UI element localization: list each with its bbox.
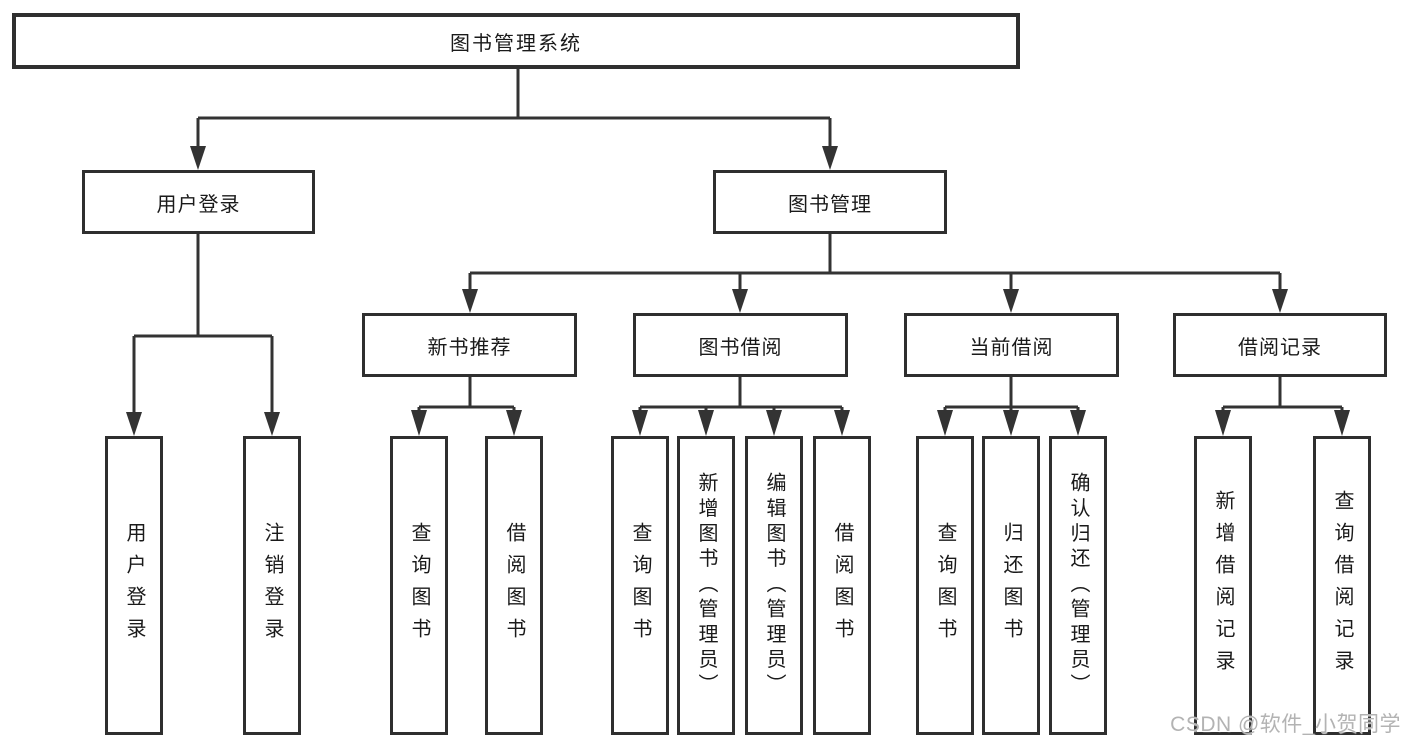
node-label: 查询图书 <box>408 521 430 650</box>
node-label: 注销登录 <box>261 521 283 650</box>
node-label: 用户登录 <box>123 521 145 650</box>
node-label: 新书推荐 <box>427 336 512 359</box>
node-label: 借阅图书 <box>503 521 525 650</box>
node-label: 查询借阅记录 <box>1331 489 1353 682</box>
leaf-add-books-admin: 新增图书（管理员） <box>677 436 735 735</box>
node-label: 确认归还（管理员） <box>1067 472 1089 699</box>
leaf-borrow-books: 借阅图书 <box>813 436 871 735</box>
leaf-query-books-current: 查询图书 <box>916 436 974 735</box>
leaf-return-books: 归还图书 <box>982 436 1040 735</box>
node-library-management-system: 图书管理系统 <box>12 13 1020 69</box>
leaf-query-books-borrow: 查询图书 <box>611 436 669 735</box>
leaf-query-borrow-record: 查询借阅记录 <box>1313 436 1371 735</box>
node-label: 图书管理系统 <box>450 32 582 55</box>
node-label: 归还图书 <box>1000 521 1022 650</box>
node-book-management: 图书管理 <box>713 170 947 234</box>
node-user-login: 用户登录 <box>82 170 315 234</box>
node-label: 图书借阅 <box>698 336 783 359</box>
node-label: 借阅图书 <box>831 521 853 650</box>
leaf-user-login: 用户登录 <box>105 436 163 735</box>
node-current-borrowing: 当前借阅 <box>904 313 1119 377</box>
node-label: 新增图书（管理员） <box>695 472 717 699</box>
arrowheads <box>126 146 1350 436</box>
watermark-text: CSDN @软件_小贺同学 <box>1170 713 1401 736</box>
node-label: 编辑图书（管理员） <box>763 472 785 699</box>
node-label: 用户登录 <box>156 193 241 216</box>
node-label: 查询图书 <box>629 521 651 650</box>
leaf-borrow-books-recommend: 借阅图书 <box>485 436 543 735</box>
node-new-book-recommend: 新书推荐 <box>362 313 577 377</box>
node-borrowing-records: 借阅记录 <box>1173 313 1387 377</box>
leaf-confirm-return-admin: 确认归还（管理员） <box>1049 436 1107 735</box>
node-label: 新增借阅记录 <box>1212 489 1234 682</box>
leaf-add-borrow-record: 新增借阅记录 <box>1194 436 1252 735</box>
node-label: 借阅记录 <box>1238 336 1322 359</box>
node-book-borrowing: 图书借阅 <box>633 313 848 377</box>
node-label: 查询图书 <box>934 521 956 650</box>
node-label: 当前借阅 <box>969 336 1054 359</box>
leaf-logout: 注销登录 <box>243 436 301 735</box>
leaf-edit-books-admin: 编辑图书（管理员） <box>745 436 803 735</box>
leaf-query-books-recommend: 查询图书 <box>390 436 448 735</box>
node-label: 图书管理 <box>788 193 872 216</box>
